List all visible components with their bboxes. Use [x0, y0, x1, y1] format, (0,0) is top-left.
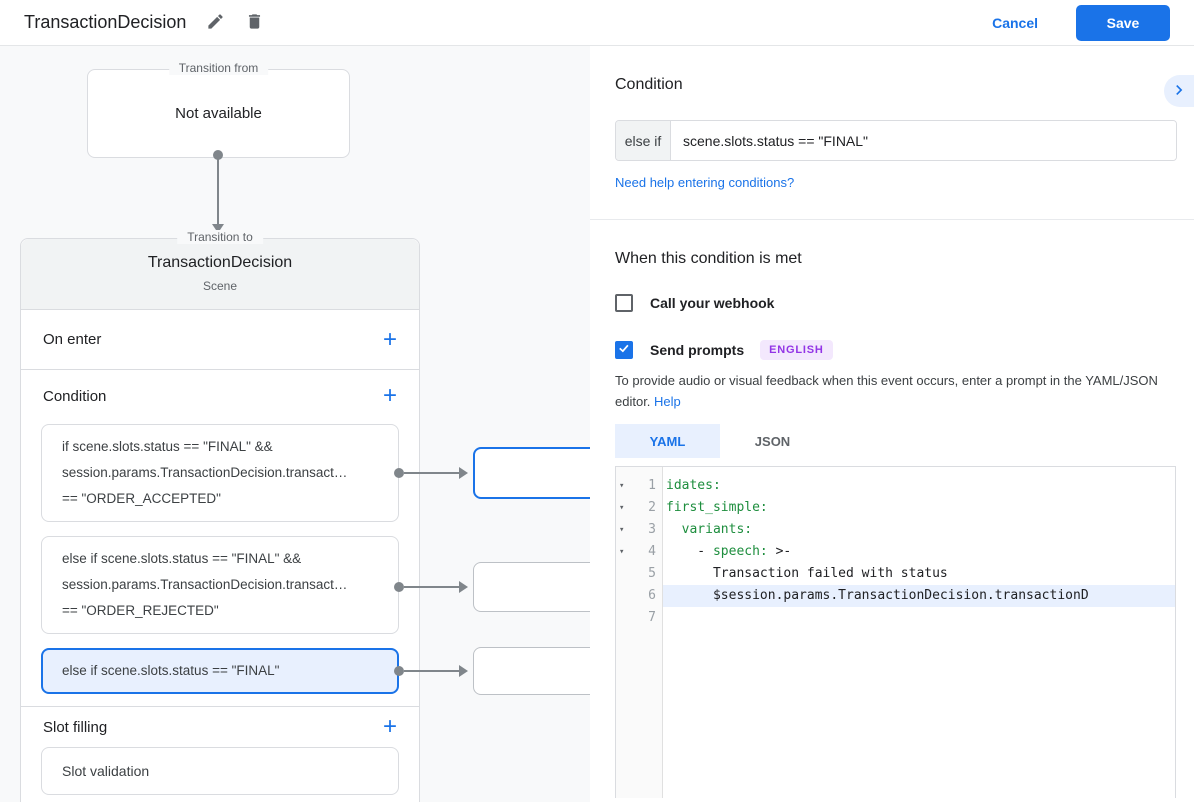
- cancel-button[interactable]: Cancel: [992, 14, 1038, 31]
- fold-arrow-icon[interactable]: ▾: [619, 547, 625, 557]
- add-slot-button[interactable]: +: [382, 713, 397, 740]
- condition-expression-input[interactable]: [671, 121, 1176, 160]
- code-line[interactable]: - speech: >-: [666, 544, 792, 559]
- condition-card[interactable]: if scene.slots.status == "FINAL" && sess…: [41, 424, 399, 522]
- webhook-label: Call your webhook: [650, 295, 775, 311]
- slot-filling-section-header: Slot filling +: [43, 709, 397, 745]
- code-line[interactable]: variants:: [666, 522, 753, 537]
- panel-condition-heading: Condition: [615, 76, 683, 93]
- add-on-enter-button[interactable]: +: [382, 325, 397, 353]
- arrow-right-icon: [459, 581, 468, 593]
- save-button[interactable]: Save: [1076, 4, 1170, 41]
- delete-scene-button[interactable]: [245, 12, 264, 34]
- webhook-checkbox[interactable]: [615, 294, 633, 312]
- connector-line: [404, 670, 461, 672]
- arrow-down-icon: [212, 224, 224, 233]
- trash-icon: [245, 12, 264, 34]
- condition-card[interactable]: else if scene.slots.status == "FINAL": [41, 648, 399, 694]
- connector-dot: [394, 582, 404, 592]
- line-number: ▾4: [616, 541, 662, 563]
- slot-filling-label: Slot filling: [43, 718, 108, 736]
- flow-node[interactable]: [473, 562, 590, 612]
- checkmark-icon: [617, 341, 631, 360]
- language-badge: ENGLISH: [760, 340, 833, 360]
- collapse-panel-button[interactable]: [1164, 75, 1194, 107]
- line-number: 7: [648, 610, 656, 625]
- connector-line: [404, 472, 461, 474]
- slot-validation-card[interactable]: Slot validation: [41, 747, 399, 795]
- pencil-icon: [206, 12, 225, 34]
- webhook-option-row: Call your webhook: [615, 294, 1177, 312]
- condition-editor-section: Condition else if Need help entering con…: [590, 46, 1194, 192]
- line-number: ▾3: [616, 519, 662, 541]
- connector-dot: [394, 468, 404, 478]
- line-number: ▾2: [616, 497, 662, 519]
- on-enter-label: On enter: [43, 331, 102, 348]
- code-line[interactable]: idates:: [666, 478, 721, 493]
- add-condition-button[interactable]: +: [382, 382, 397, 409]
- send-prompts-label: Send prompts: [650, 342, 745, 358]
- code-line[interactable]: Transaction failed with status: [666, 566, 948, 581]
- arrow-right-icon: [459, 467, 468, 479]
- code-line[interactable]: first_simple:: [666, 500, 768, 515]
- conditions-help-link[interactable]: Need help entering conditions?: [615, 175, 795, 190]
- condition-card[interactable]: else if scene.slots.status == "FINAL" &&…: [41, 536, 399, 634]
- panel-divider: [590, 219, 1194, 220]
- scene-card-header[interactable]: TransactionDecision Scene: [21, 239, 419, 310]
- prompt-helper-text: To provide audio or visual feedback when…: [615, 370, 1167, 412]
- condition-section-header: Condition +: [43, 376, 397, 416]
- transition-from-legend: Transition from: [168, 61, 269, 75]
- transition-from-card[interactable]: Transition from Not available: [87, 61, 350, 158]
- fold-arrow-icon[interactable]: ▾: [619, 481, 625, 491]
- fold-arrow-icon[interactable]: ▾: [619, 525, 625, 535]
- editor-code-area[interactable]: idates: first_simple: variants: - speech:…: [663, 467, 1175, 798]
- send-prompts-checkbox[interactable]: [615, 341, 633, 359]
- scene-flow-canvas: Transition from Not available Transition…: [0, 46, 590, 802]
- flow-node[interactable]: [473, 447, 590, 499]
- line-number: 5: [648, 566, 656, 581]
- condition-expression-row: else if: [615, 120, 1177, 161]
- editor-gutter: ▾1▾2▾3▾4 5 6 7: [616, 467, 663, 798]
- top-bar: TransactionDecision Cancel Save: [0, 0, 1194, 46]
- connector-line: [217, 158, 219, 224]
- when-condition-heading: When this condition is met: [615, 250, 802, 267]
- connector-dot: [394, 666, 404, 676]
- section-divider: [21, 706, 419, 707]
- line-number: 6: [648, 588, 656, 603]
- scene-subtitle: Scene: [202, 279, 238, 293]
- condition-card-list: if scene.slots.status == "FINAL" && sess…: [21, 424, 419, 694]
- fold-arrow-icon[interactable]: ▾: [619, 503, 625, 513]
- chevron-right-icon: [1169, 80, 1189, 103]
- connector-line: [404, 586, 461, 588]
- edit-title-button[interactable]: [206, 12, 225, 34]
- arrow-right-icon: [459, 665, 468, 677]
- transition-from-value: Not available: [175, 105, 262, 122]
- page-title: TransactionDecision: [24, 12, 187, 32]
- tab-yaml[interactable]: YAML: [615, 424, 720, 458]
- flow-node[interactable]: [473, 647, 590, 695]
- connector-dot: [213, 150, 223, 160]
- condition-met-section: When this condition is met Call your web…: [590, 220, 1194, 798]
- yaml-code-editor[interactable]: ▾1▾2▾3▾4 5 6 7 idates: first_simple: variant…: [615, 466, 1176, 798]
- tab-json[interactable]: JSON: [720, 424, 825, 458]
- transition-to-legend: Transition to: [177, 230, 263, 244]
- on-enter-section[interactable]: On enter +: [21, 310, 419, 370]
- line-number: ▾1: [616, 475, 662, 497]
- code-line[interactable]: $session.params.TransactionDecision.tran…: [663, 585, 1175, 607]
- editor-tabs: YAML JSON: [615, 424, 1177, 458]
- transition-to-card: Transition to TransactionDecision Scene …: [20, 230, 420, 802]
- prompts-option-row: Send prompts ENGLISH: [615, 340, 1177, 360]
- help-link[interactable]: Help: [654, 394, 681, 409]
- else-if-prefix: else if: [616, 121, 671, 160]
- scene-title: TransactionDecision: [147, 254, 293, 271]
- condition-detail-panel: Condition else if Need help entering con…: [590, 46, 1194, 802]
- helper-text: To provide audio or visual feedback when…: [615, 373, 1158, 409]
- condition-section-label: Condition: [43, 387, 107, 405]
- code-line[interactable]: [663, 607, 1175, 629]
